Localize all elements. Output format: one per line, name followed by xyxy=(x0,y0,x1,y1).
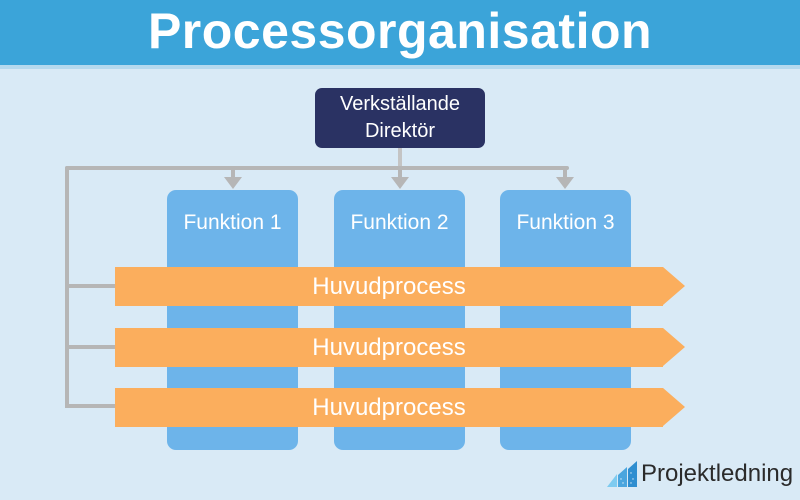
connector-stub-process-1 xyxy=(65,284,118,288)
connector-stub-process-2 xyxy=(65,345,118,349)
function-label: Funktion 1 xyxy=(183,211,282,234)
page-title: Processorganisation xyxy=(147,2,653,59)
director-label: Verkställande Direktör xyxy=(339,93,461,142)
process-label: Huvudprocess xyxy=(312,333,466,361)
process-arrowhead-icon xyxy=(663,388,685,426)
process-arrow-3: Huvudprocess xyxy=(115,388,685,427)
growth-bars-icon xyxy=(607,461,637,487)
header-bar: Processorganisation xyxy=(0,0,800,69)
process-arrowhead-icon xyxy=(663,328,685,366)
connector-shaft-function-3 xyxy=(563,166,567,179)
connector-director-stem xyxy=(398,148,402,168)
connector-shaft-function-2 xyxy=(398,166,402,179)
function-label: Funktion 3 xyxy=(516,211,615,234)
brand-logo: Projektledning xyxy=(607,461,793,487)
brand-name: Projektledning xyxy=(641,460,794,487)
arrow-down-icon xyxy=(224,177,242,189)
arrow-down-icon xyxy=(391,177,409,189)
arrow-down-icon xyxy=(556,177,574,189)
function-label: Funktion 2 xyxy=(350,211,449,234)
director-node: Verkställande Direktör xyxy=(315,88,485,148)
process-arrow-1: Huvudprocess xyxy=(115,267,685,306)
connector-top-horizontal xyxy=(65,166,569,170)
process-label: Huvudprocess xyxy=(312,272,466,300)
process-arrow-2: Huvudprocess xyxy=(115,328,685,367)
process-arrowhead-icon xyxy=(663,267,685,305)
process-label: Huvudprocess xyxy=(312,393,466,421)
connector-stub-process-3 xyxy=(65,404,118,408)
connector-shaft-function-1 xyxy=(231,166,235,179)
